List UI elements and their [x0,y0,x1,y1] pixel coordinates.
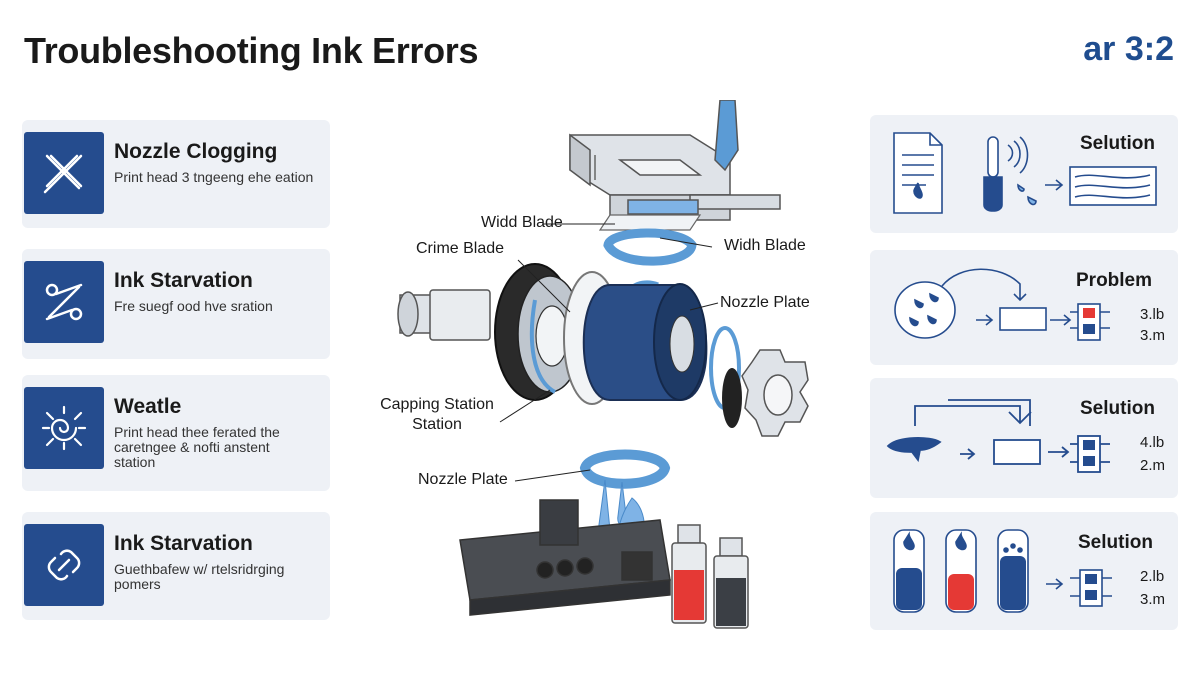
card-description: Print head thee ferated the caretngee & … [114,424,280,470]
capping-station-base [459,499,671,616]
card-description: Guethbafew w/ rtelsridrging pomers [114,561,285,592]
issue-card-ink-starvation[interactable]: Ink Starvation Fre suegf ood hve sration [22,249,330,359]
panel-label: Selution [1078,532,1153,553]
panel-value-1: 2.lb [1140,568,1165,585]
swirl-icon [24,387,104,469]
carriage-part [569,100,781,221]
card-title: Weatle [114,395,182,418]
page-title: Troubleshooting Ink Errors [24,30,479,71]
card-title: Ink Starvation [114,532,253,555]
card-description: Print head 3 tngeeng ehe eation [114,169,314,185]
blade-plate [598,214,702,231]
callout-capping-station: Capping Station Station [380,396,494,433]
panel-value-2: 2.m [1140,457,1166,474]
callout-widh-blade: Widh Blade [724,237,806,254]
solution-panel-1[interactable]: Selution [870,115,1178,233]
blade-flow-icon [886,399,1110,473]
crossed-tools-icon [24,132,104,214]
gear-part [741,349,809,437]
lower-ring [579,449,671,489]
panel-value-2: 3.m [1140,591,1166,608]
panel-value-2: 3.m [1140,327,1166,344]
card-title: Nozzle Clogging [114,140,278,163]
document-droplet-icon [893,132,1157,214]
print-head-exploded-diagram [397,100,809,629]
solution-panel-3[interactable]: Selution 4.lb 2.m [870,378,1178,498]
callout-crime-blade: Crime Blade [416,240,505,257]
issue-card-weatle[interactable]: Weatle Print head thee ferated the caret… [22,375,330,491]
problem-panel-2[interactable]: Problem 3.lb 3.m [870,250,1178,365]
solution-panel-4[interactable]: Selution 2.lb 3.m [870,512,1178,630]
nozzle-drops-flow-icon [894,268,1110,341]
panel-value-1: 3.lb [1140,306,1165,323]
chain-link-icon [24,524,104,606]
shaft-assembly [397,289,491,341]
ink-bottles [671,524,749,629]
panel-label: Selution [1080,133,1155,154]
ink-bottles-icon [893,529,1112,613]
issue-card-nozzle-clogging[interactable]: Nozzle Clogging Print head 3 tngeeng ehe… [22,120,330,228]
callout-widd-blade: Widd Blade [481,214,563,231]
scissors-tools-icon [24,261,104,343]
panel-label: Selution [1080,398,1155,419]
card-description: Fre suegf ood hve sration [114,298,273,314]
callout-nozzle-plate-bottom: Nozzle Plate [418,471,508,488]
callout-nozzle-plate-right: Nozzle Plate [720,294,810,311]
panel-value-1: 4.lb [1140,434,1165,451]
card-title: Ink Starvation [114,269,253,292]
aspect-ratio-label: ar 3:2 [1083,30,1174,68]
issue-card-ink-starvation-2[interactable]: Ink Starvation Guethbafew w/ rtelsridrgi… [22,512,330,620]
upper-ring [603,228,697,266]
panel-label: Problem [1076,270,1153,291]
